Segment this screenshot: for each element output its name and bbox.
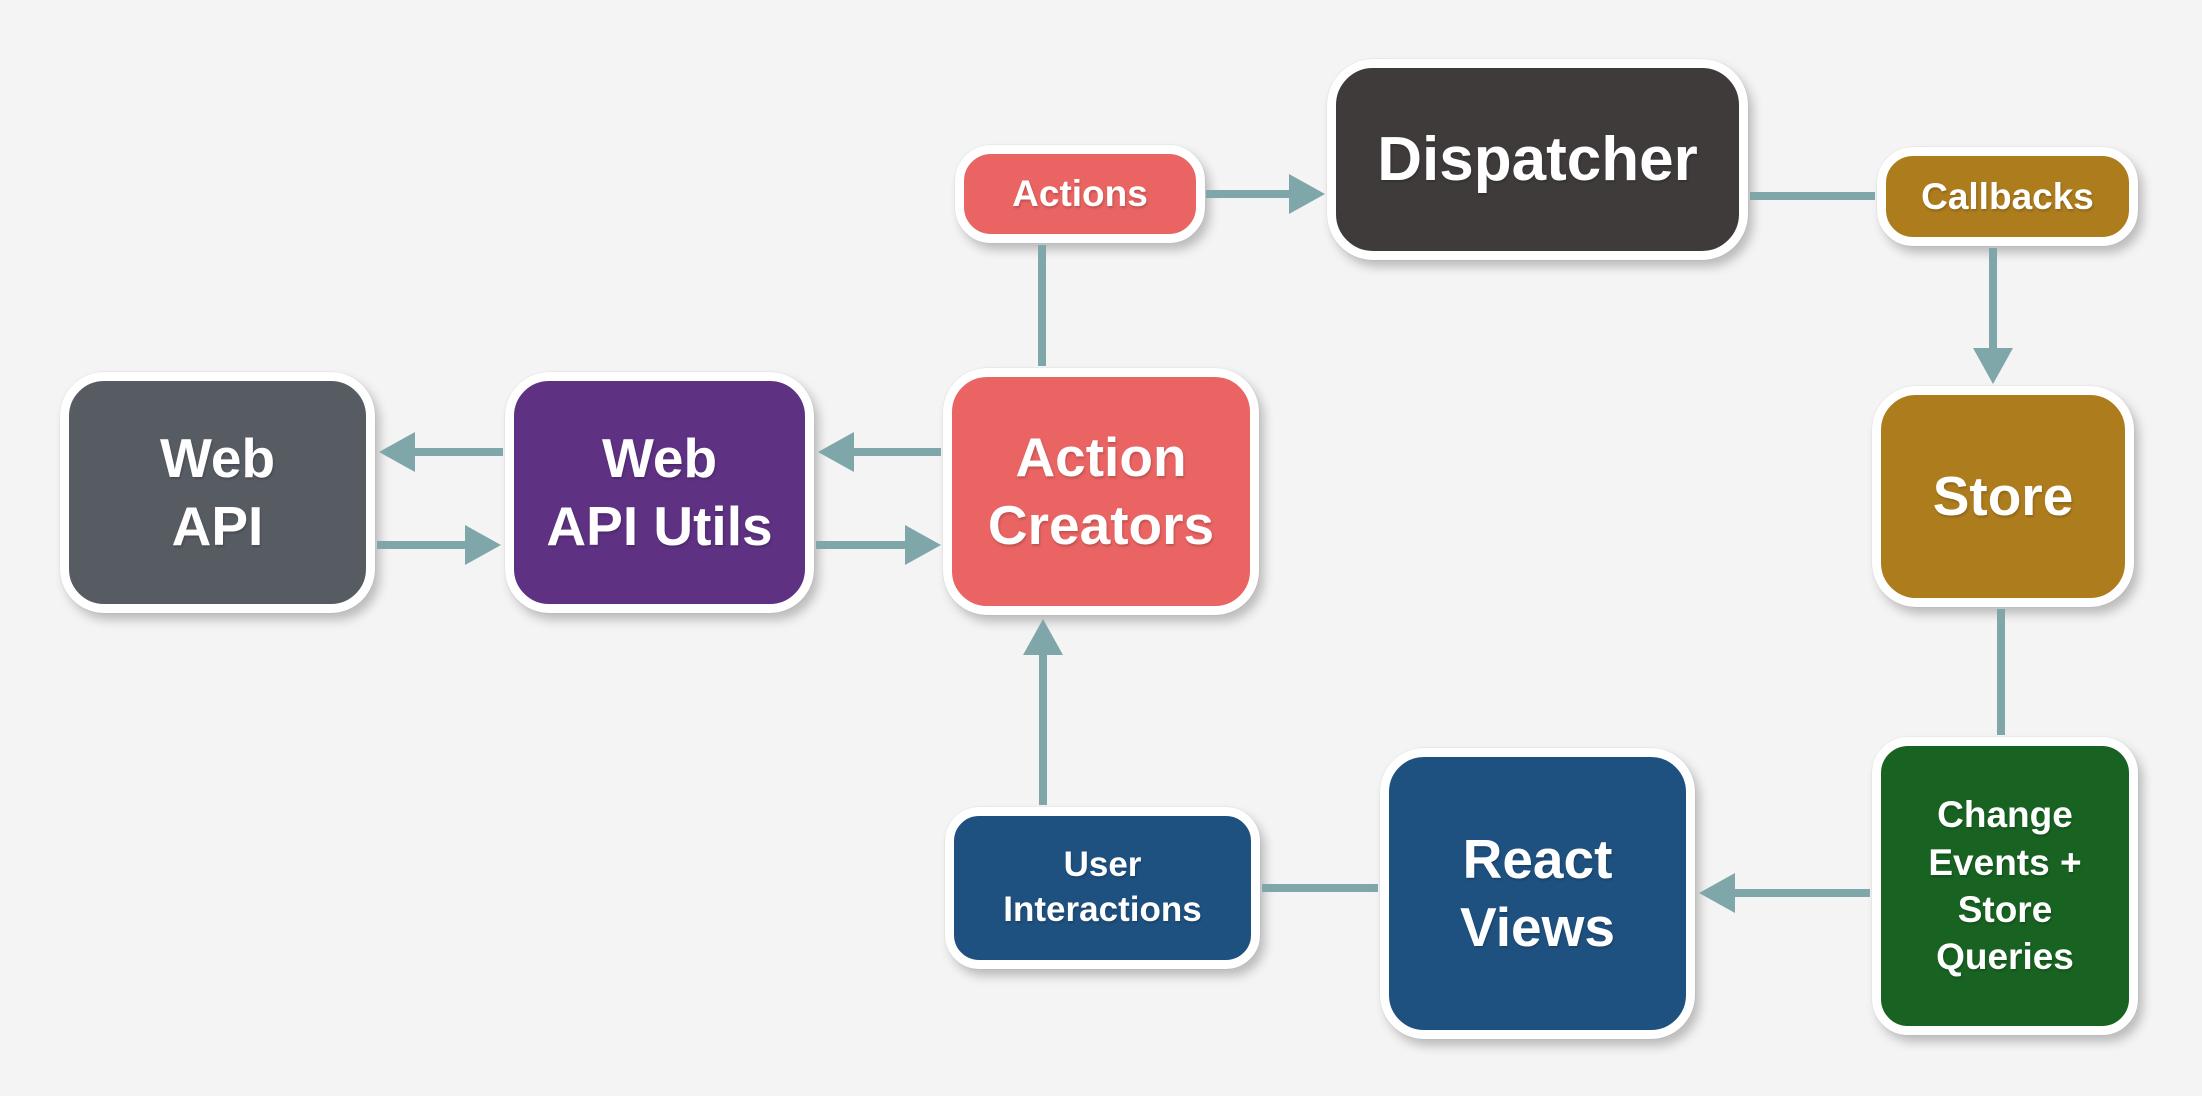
node-change-events-label-line: Queries xyxy=(1936,936,2074,978)
node-change-events-label-line: Events + xyxy=(1928,841,2082,883)
node-callbacks-label-line: Callbacks xyxy=(1921,175,2094,217)
node-react-views-label-line: Views xyxy=(1460,895,1615,958)
node-user-interactions-label-line: User xyxy=(1063,845,1142,885)
connector-web-api-utils-to-web-api xyxy=(413,448,503,456)
connector-action-creators-to-web-api-utils xyxy=(852,448,941,456)
node-callbacks: Callbacks xyxy=(1877,147,2138,246)
arrowhead-web-api-to-web-api-utils xyxy=(465,525,501,565)
connector-web-api-utils-to-action-creators xyxy=(816,541,907,549)
node-dispatcher: Dispatcher xyxy=(1327,59,1748,260)
node-user-interactions-label-line: Interactions xyxy=(1003,890,1202,929)
node-actions: Actions xyxy=(955,145,1205,243)
node-action-creators-label-line: Creators xyxy=(987,493,1215,556)
node-web-api-utils-label-line: API Utils xyxy=(546,494,773,557)
connector-user-interactions-to-action-creators xyxy=(1039,653,1047,805)
node-actions-label-line: Actions xyxy=(1012,173,1148,215)
arrowhead-change-events-to-react-views xyxy=(1699,873,1735,913)
arrowhead-web-api-utils-to-action-creators xyxy=(905,525,941,565)
node-web-api-label-line: API xyxy=(171,494,264,557)
connector-react-views-to-user-interactions xyxy=(1262,884,1378,892)
connector-change-events-to-react-views xyxy=(1733,889,1870,897)
node-change-events-label-line: Change xyxy=(1937,794,2073,836)
node-web-api-utils-label-line: Web xyxy=(601,427,718,490)
connector-action-creators-to-actions xyxy=(1038,245,1046,366)
arrowhead-action-creators-to-web-api-utils xyxy=(818,432,854,472)
connector-dispatcher-to-callbacks xyxy=(1750,192,1875,200)
connector-actions-to-dispatcher xyxy=(1206,190,1291,198)
arrowhead-actions-to-dispatcher xyxy=(1289,174,1325,214)
connector-callbacks-to-store xyxy=(1989,248,1997,350)
node-change-events-label-line: Store xyxy=(1957,889,2053,930)
arrowhead-callbacks-to-store xyxy=(1973,348,2013,384)
node-action-creators-label-line: Action xyxy=(1015,426,1187,489)
connector-web-api-to-web-api-utils xyxy=(377,541,467,549)
arrowhead-web-api-utils-to-web-api xyxy=(379,432,415,472)
node-dispatcher-label-line: Dispatcher xyxy=(1377,124,1698,194)
node-web-api-label-line: Web xyxy=(159,427,276,490)
node-store: Store xyxy=(1872,386,2134,607)
node-react-views-label-line: React xyxy=(1462,828,1613,891)
connector-store-to-change-events xyxy=(1997,609,2005,735)
arrowhead-user-interactions-to-action-creators xyxy=(1023,619,1063,655)
node-store-label-line: Store xyxy=(1932,464,2074,527)
